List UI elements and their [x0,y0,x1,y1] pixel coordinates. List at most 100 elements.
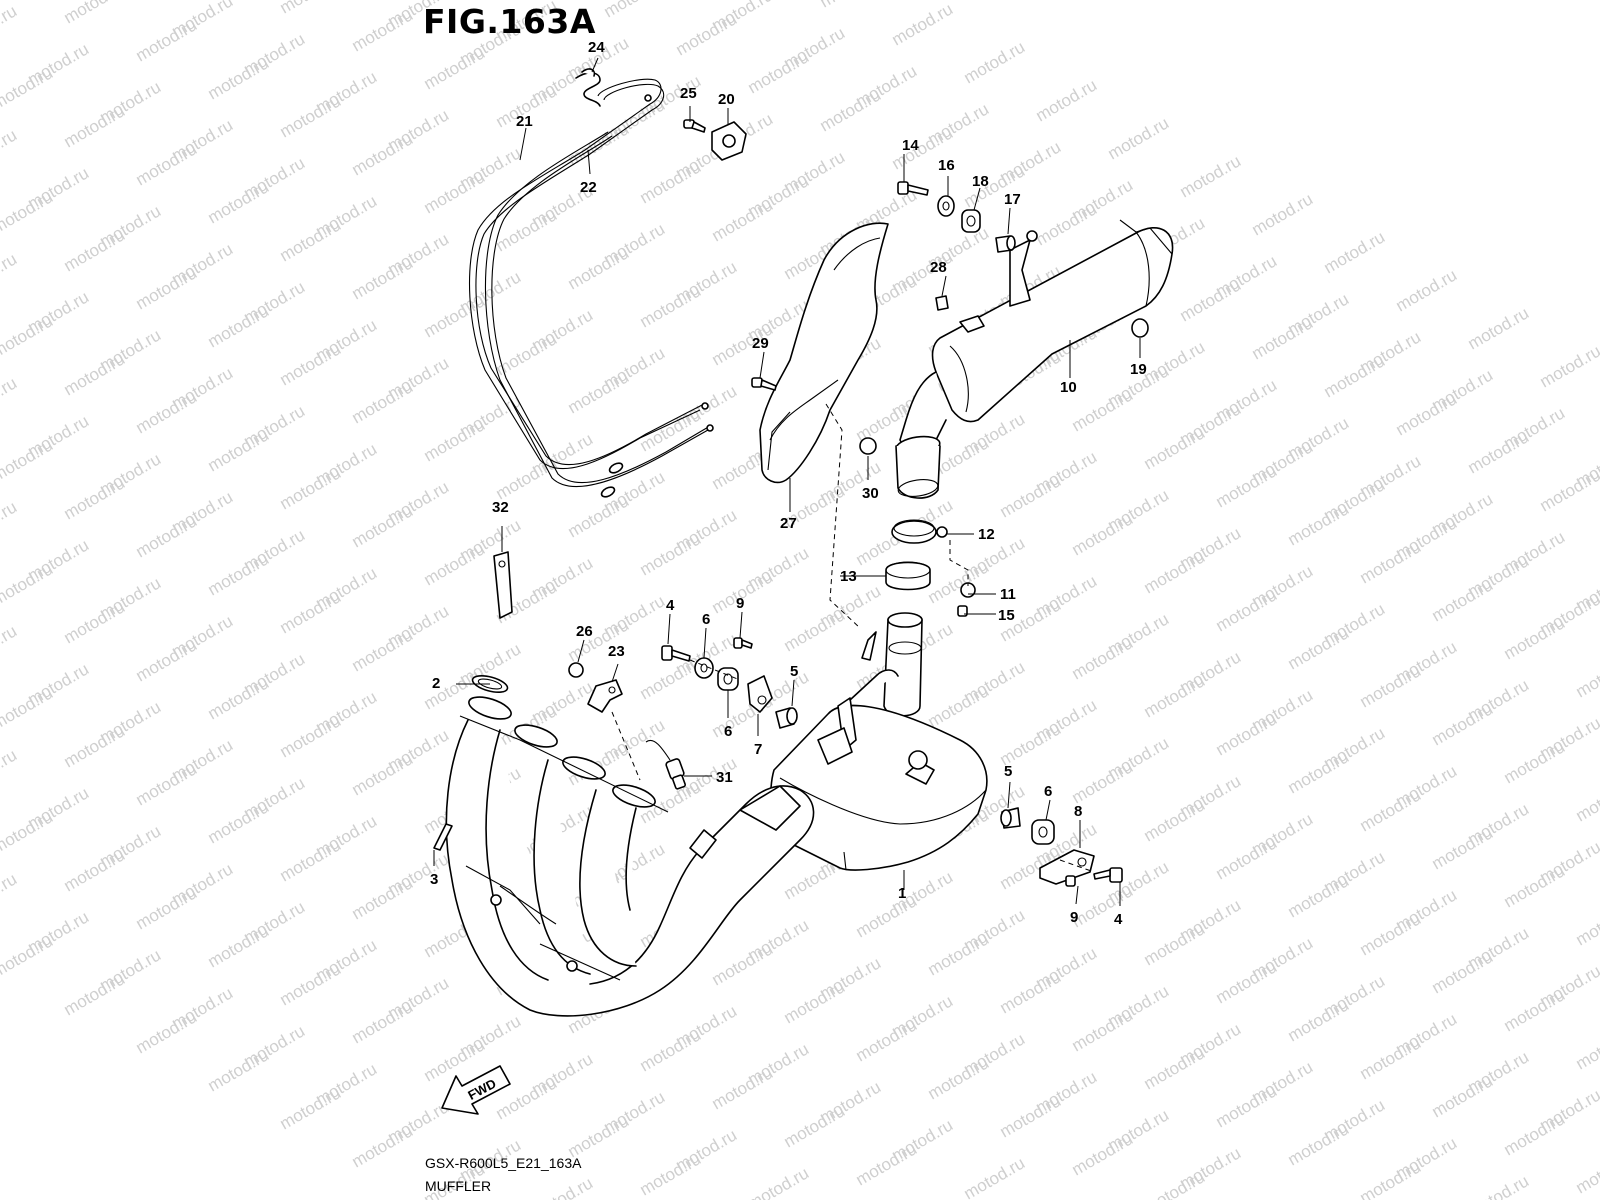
part-gasket-13 [885,561,931,591]
watermark-text: motod.ru [1429,823,1497,873]
watermark-text: motod.ru [1069,385,1137,435]
watermark-text: motod.ru [61,473,129,523]
watermark-text: motod.ru [853,1015,921,1065]
callout-22: 22 [580,179,597,196]
watermark-text: motod.ru [1429,1071,1497,1121]
watermark-text: motod.ru [1285,499,1353,549]
callout-27: 27 [780,515,797,532]
watermark-text: motod.ru [0,745,20,795]
watermark-text: motod.ru [61,0,129,27]
watermark-text: motod.ru [205,177,273,227]
callout-7: 7 [754,741,762,758]
watermark-text: motod.ru [0,249,20,299]
part-collar-17 [995,235,1016,253]
watermark-text: motod.ru [709,939,777,989]
watermark-text: motod.ru [1357,537,1425,587]
part-collar-5-left [775,707,798,729]
part-collar-5-right [1000,807,1021,829]
watermark-text: motod.ru [997,1091,1065,1141]
watermark-text: motod.ru [421,167,489,217]
watermark-text: motod.ru [61,969,129,1019]
watermark-text: motod.ru [349,377,417,427]
leader-lines [433,57,1141,906]
callout-11: 11 [1000,586,1016,603]
watermark-text: motod.ru [1141,1043,1209,1093]
watermark-text: motod.ru [961,1153,1029,1200]
watermark-text: motod.ru [1069,509,1137,559]
watermark-text: motod.ru [1321,351,1389,401]
watermark-text: motod.ru [133,759,201,809]
watermark-text: motod.ru [853,1139,921,1189]
watermark-text: motod.ru [565,1111,633,1161]
watermark-text: motod.ru [565,367,633,417]
watermark-text: motod.ru [1141,423,1209,473]
part-bolt-14 [897,181,929,196]
watermark-text: motod.ru [1141,795,1209,845]
part-nut-19 [1131,318,1149,338]
watermark-text: motod.ru [205,797,273,847]
watermark-text: motod.ru [349,749,417,799]
watermark-text: motod.ru [277,711,345,761]
part-cover-20 [711,121,747,161]
callout-1: 1 [898,885,906,902]
watermark-text: motod.ru [277,587,345,637]
watermark-text: motod.ru [1465,427,1533,477]
watermark-text: motod.ru [1285,623,1353,673]
callout-6: 6 [702,611,710,628]
watermark-text: motod.ru [133,139,201,189]
part-bracket-7 [747,675,773,713]
watermark-text: motod.ru [1069,1005,1137,1055]
watermark-text: motod.ru [1033,199,1101,249]
watermark-text: motod.ru [0,621,20,671]
watermark-text: motod.ru [61,349,129,399]
watermark-text: motod.ru [1501,861,1569,911]
part-band-32 [493,551,513,619]
watermark-text: motod.ru [925,681,993,731]
watermark-text: motod.ru [0,869,20,919]
watermark-text: motod.ru [637,1025,705,1075]
watermark-text: motod.ru [529,1173,597,1200]
watermark-text: motod.ru [61,845,129,895]
callout-labels: 1 2 3 4 4 5 5 6 6 6 7 8 9 9 10 11 12 13 … [430,39,1147,928]
watermark-text: motod.ru [1033,75,1101,125]
part-nut-30 [859,437,877,455]
watermark-text: motod.ru [349,873,417,923]
watermark-text: motod.ru [493,453,561,503]
part-washer-16 [937,195,955,217]
watermark-text: motod.ru [1357,909,1425,959]
watermark-text: motod.ru [637,281,705,331]
watermark-text: motod.ru [1213,833,1281,883]
callout-26: 26 [576,623,593,640]
part-damper-6-lower [717,667,739,691]
watermark-text: motod.ru [493,329,561,379]
callout-16: 16 [938,157,955,174]
callout-19: 19 [1130,361,1147,378]
watermark-text: motod.ru [133,883,201,933]
watermark-text: motod.ru [961,37,1029,87]
watermark-text: motod.ru [277,339,345,389]
watermark-text: motod.ru [1429,699,1497,749]
watermark-text: motod.ru [1465,1171,1533,1200]
watermark-text: motod.ru [565,491,633,541]
callout-15: 15 [998,607,1015,624]
watermark-text: motod.ru [133,635,201,685]
watermark-text: motod.ru [349,253,417,303]
callout-5: 5 [790,663,798,680]
watermark-text: motod.ru [1141,547,1209,597]
watermark-text: motod.ru [1177,275,1245,325]
callout-6: 6 [1044,783,1052,800]
watermark-text: motod.ru [1393,265,1461,315]
callout-12: 12 [978,526,995,543]
watermark-text: motod.ru [349,501,417,551]
watermark-text: motod.ru [205,549,273,599]
callout-14: 14 [902,137,919,154]
watermark-text: motod.ru [1573,899,1600,949]
watermark-text: motod.ru [1321,227,1389,277]
watermark-text: motod.ru [1573,1023,1600,1073]
watermark-text: motod.ru [1357,785,1425,835]
watermark-text: motod.ru [925,1053,993,1103]
watermark-text: motod.ru [745,47,813,97]
callout-17: 17 [1004,191,1021,208]
watermark-text: motod.ru [61,597,129,647]
watermark-text: motod.ru [1285,747,1353,797]
